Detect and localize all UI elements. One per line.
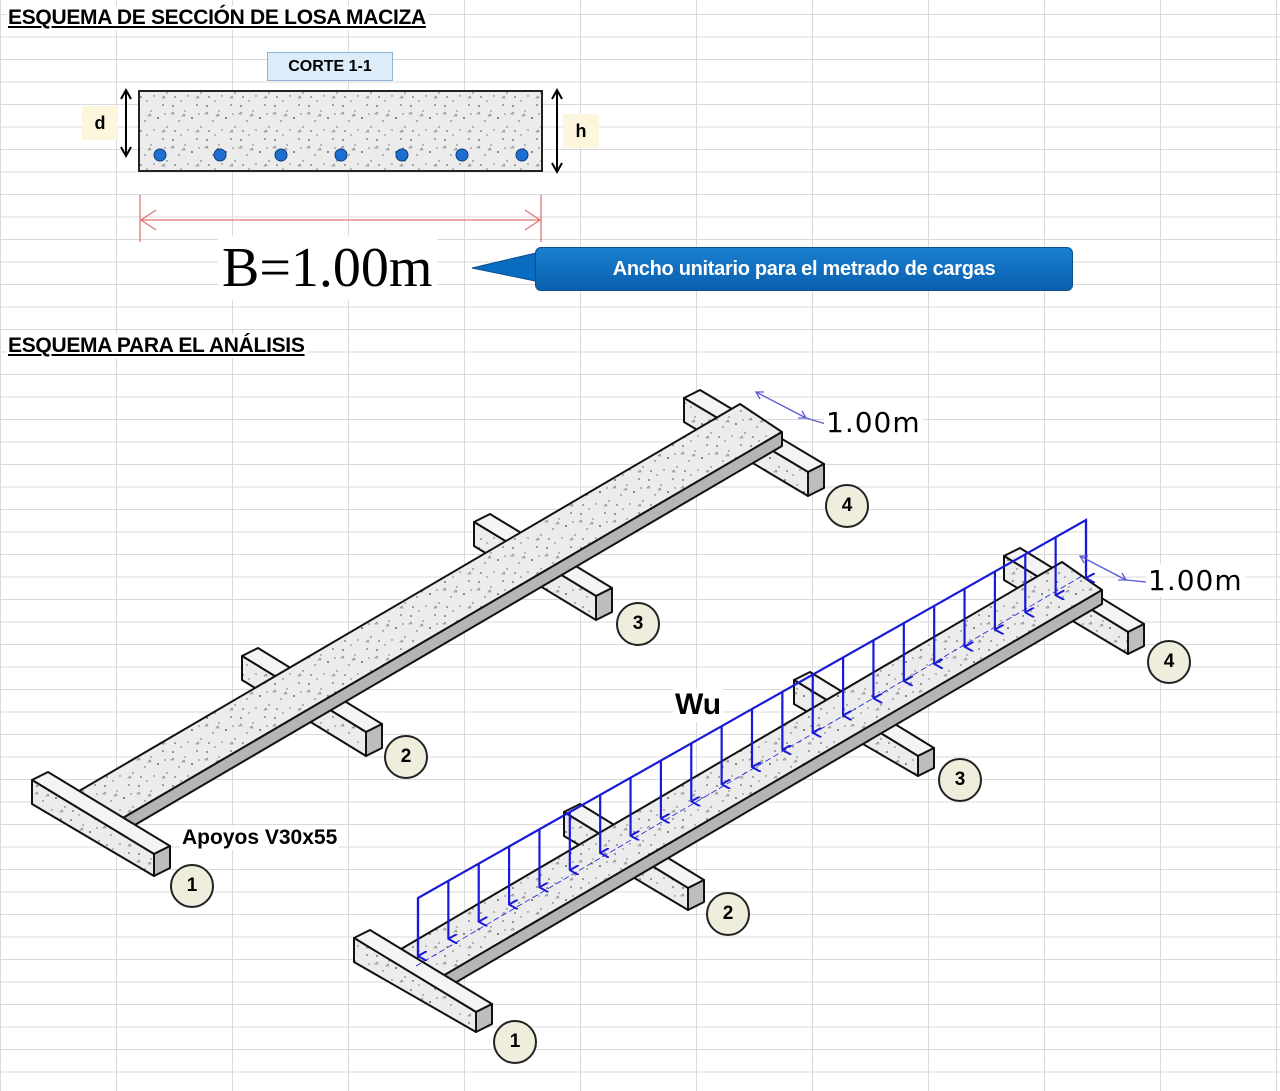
unit-width-callout: Ancho unitario para el metrado de cargas	[535, 247, 1073, 291]
cut-label: CORTE 1-1	[267, 52, 393, 81]
effective-depth-label: d	[82, 106, 118, 140]
right-width-dimension	[1078, 555, 1147, 583]
top-width-dimension-label: 1.00m	[824, 406, 923, 439]
section-heading: ESQUEMA DE SECCIÓN DE LOSA MACIZA	[6, 6, 428, 30]
left-support-3: 3	[616, 602, 660, 646]
right-support-2: 2	[706, 892, 750, 936]
b-dimension-line	[139, 195, 542, 242]
load-label: Wu	[673, 688, 724, 722]
load-arrow-group	[416, 520, 1086, 956]
left-beam-1	[31, 771, 171, 877]
callout-pointer	[471, 251, 541, 283]
d-dimension-arrow	[120, 87, 132, 159]
right-support-4: 4	[1147, 640, 1191, 684]
left-support-1: 1	[170, 864, 214, 908]
left-support-2: 2	[384, 735, 428, 779]
slab-centerline	[415, 575, 1083, 967]
right-slab-strip	[395, 561, 1103, 995]
right-width-dimension-label: 1.00m	[1146, 564, 1245, 597]
analysis-heading: ESQUEMA PARA EL ANÁLISIS	[6, 334, 307, 358]
thickness-label: h	[563, 114, 599, 148]
right-support-3: 3	[938, 758, 982, 802]
supports-label: Apoyos V30x55	[180, 826, 340, 850]
unit-width-label: B=1.00m	[218, 236, 437, 300]
slab-section	[138, 90, 543, 172]
right-support-1: 1	[493, 1020, 537, 1064]
rebar-row	[153, 148, 529, 162]
h-dimension-arrow	[551, 87, 563, 175]
left-support-4: 4	[825, 484, 869, 528]
top-width-dimension	[754, 391, 827, 425]
left-slab-strip	[73, 403, 783, 837]
distributed-load-wu	[416, 518, 1086, 958]
right-beam-1	[353, 929, 493, 1033]
